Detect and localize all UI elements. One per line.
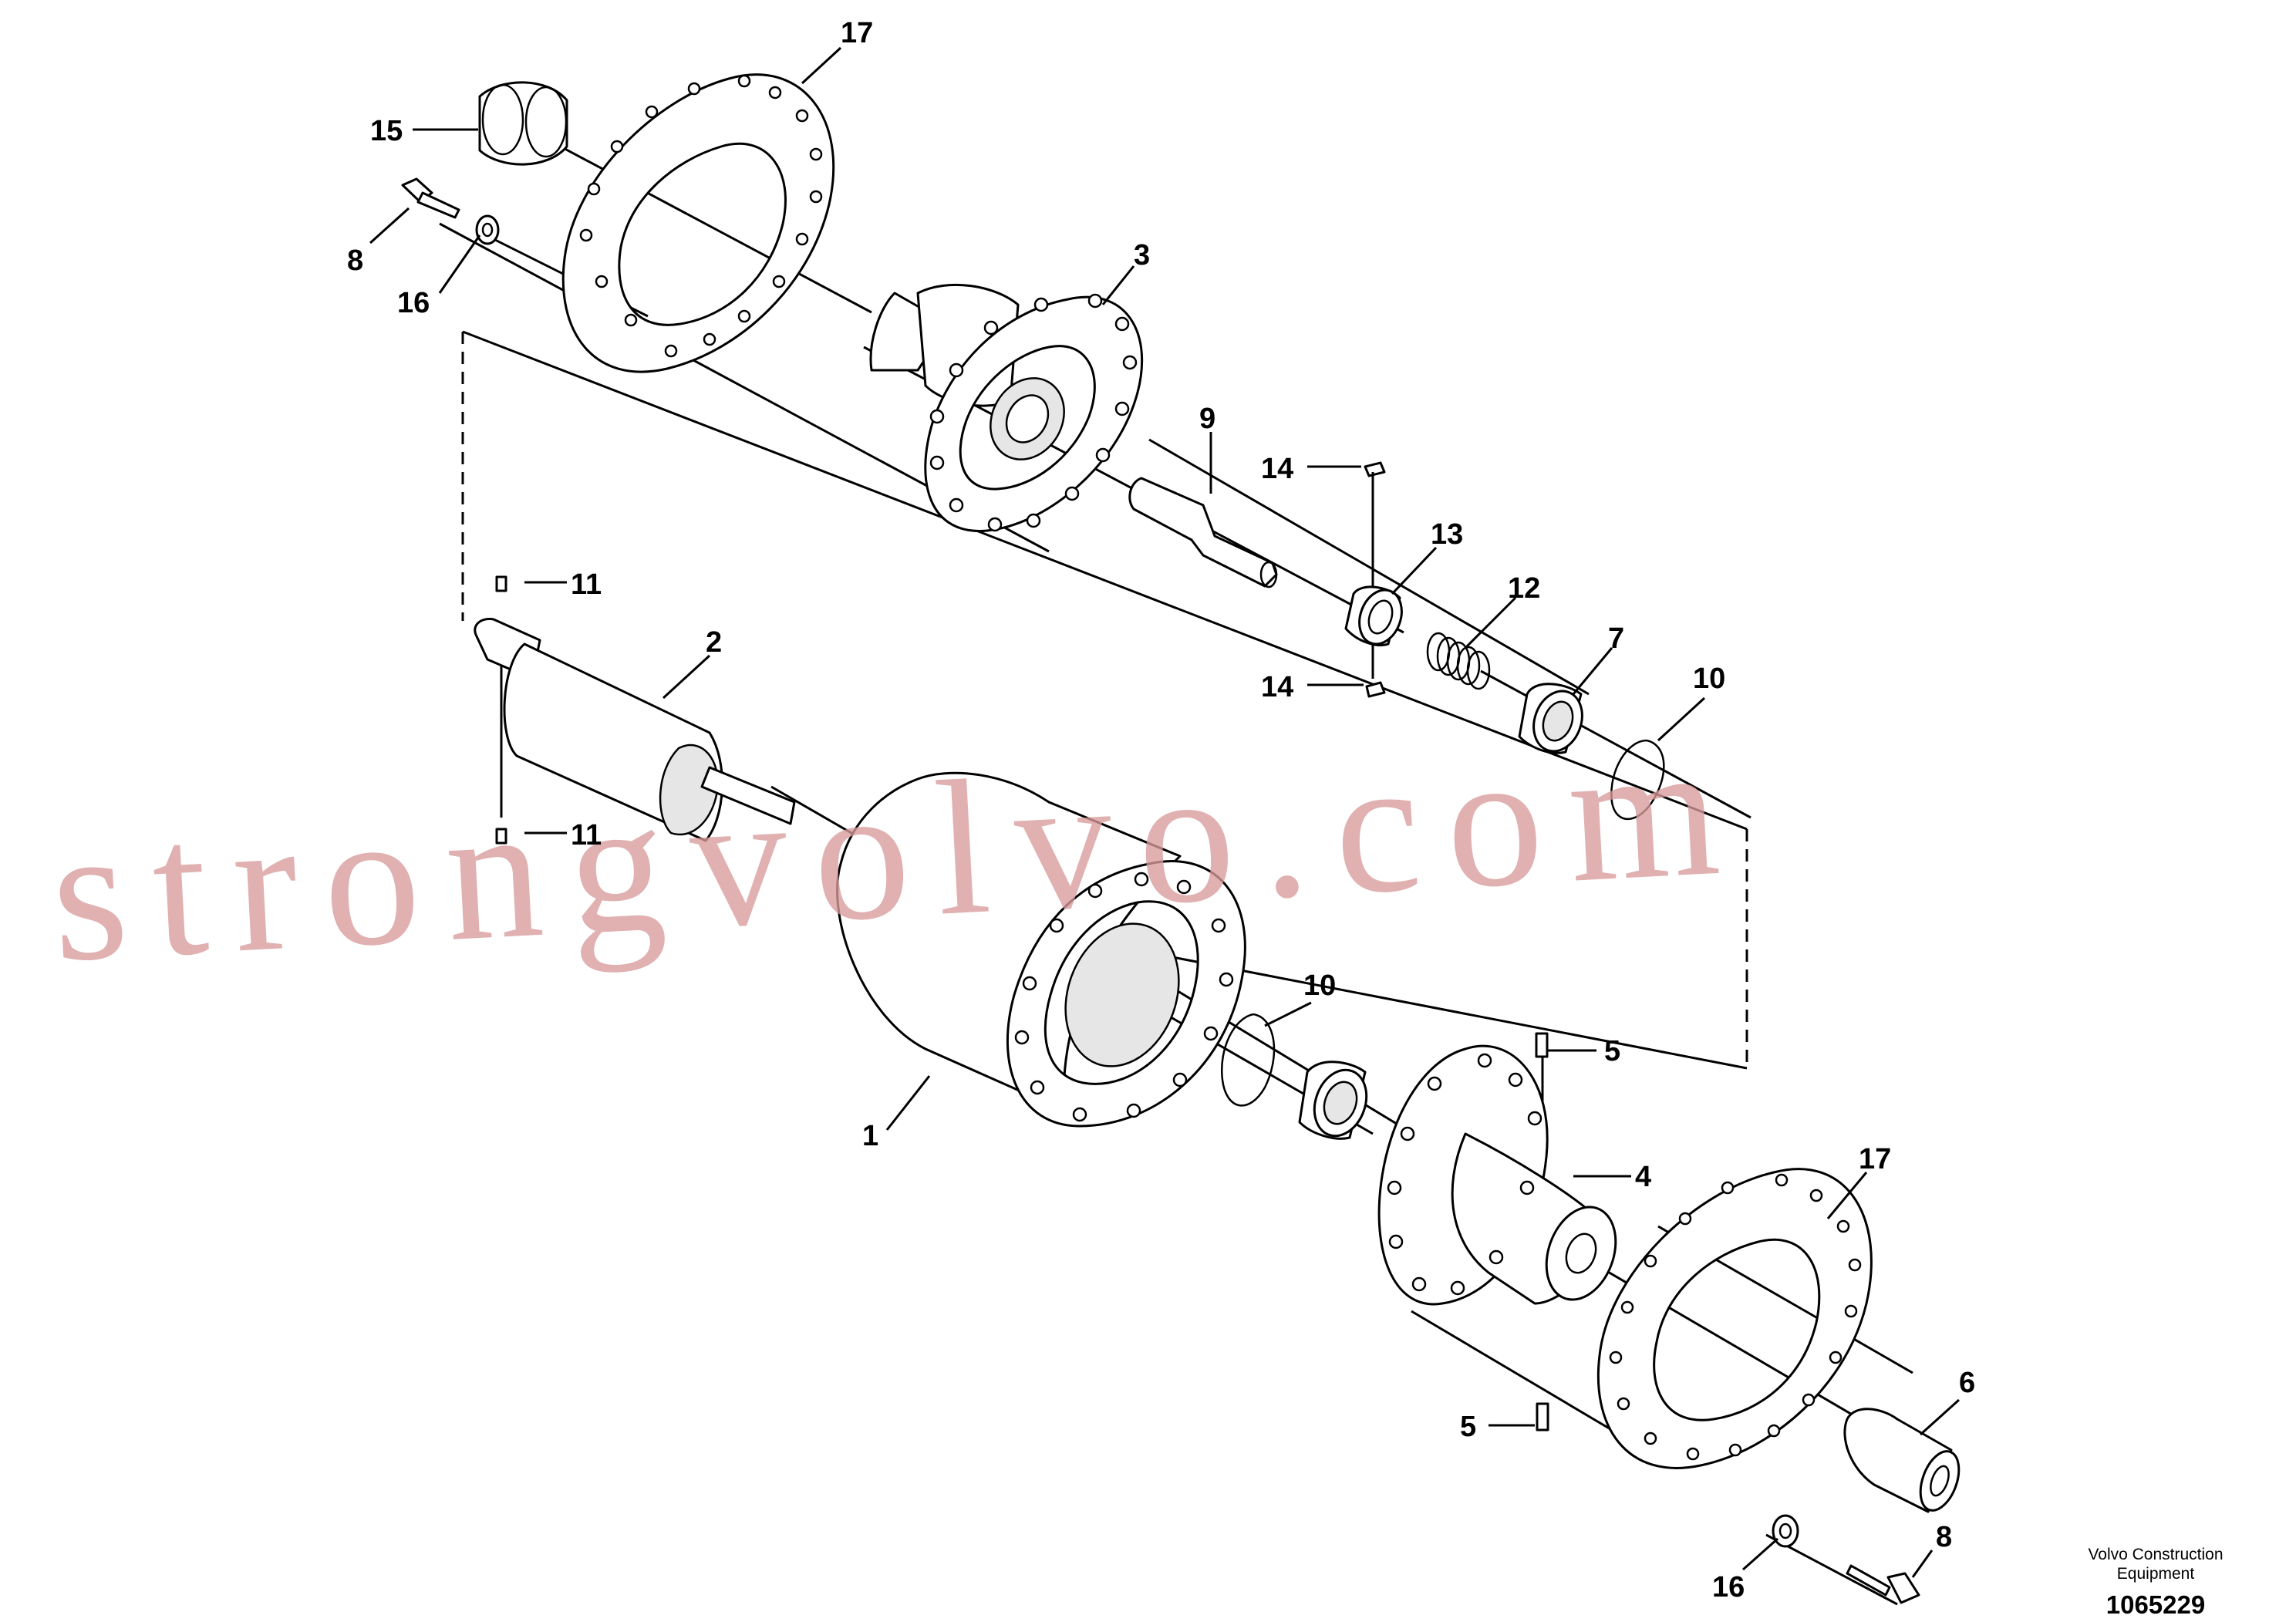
watermark-text: strongvolvo.com bbox=[46, 700, 1750, 1003]
callout-label: 2 bbox=[706, 626, 722, 659]
brand-line-1: Volvo Construction bbox=[2088, 1546, 2223, 1563]
spring-seat bbox=[1344, 585, 1403, 646]
bolt-upper bbox=[401, 177, 460, 219]
main-cylinder bbox=[836, 771, 1246, 1128]
retainer-keys bbox=[1364, 461, 1386, 698]
callout-label: 7 bbox=[1608, 622, 1624, 655]
callout-label: 4 bbox=[1635, 1161, 1651, 1193]
callout-label: 14 bbox=[1261, 671, 1293, 703]
callout-label: 16 bbox=[1712, 1571, 1745, 1603]
brand-block: Volvo Construction Equipment 1065229 bbox=[2088, 1546, 2223, 1619]
bearing-lower bbox=[1298, 1061, 1368, 1140]
callout-label: 16 bbox=[397, 287, 430, 319]
callout-label: 10 bbox=[1693, 663, 1725, 695]
bushing-sleeve bbox=[1843, 1408, 1961, 1513]
callout-label: 13 bbox=[1431, 518, 1463, 551]
bracket-flange bbox=[1377, 1044, 1617, 1306]
pin-shaft bbox=[474, 617, 796, 842]
callout-label: 17 bbox=[841, 17, 873, 49]
callout-label: 8 bbox=[347, 244, 363, 277]
callout-label: 17 bbox=[1859, 1143, 1891, 1175]
roll-pins bbox=[1535, 1032, 1549, 1431]
callout-label: 5 bbox=[1604, 1035, 1620, 1067]
washer-upper bbox=[475, 214, 500, 245]
callout-label: 6 bbox=[1959, 1367, 1975, 1399]
callout-label: 9 bbox=[1199, 403, 1215, 435]
callout-labels: 17 15 8 16 3 9 14 13 11 12 2 7 14 10 11 … bbox=[347, 17, 1975, 1603]
lock-pins bbox=[495, 575, 507, 845]
flange-plate-upper bbox=[561, 73, 835, 373]
circlip-lower bbox=[1220, 1013, 1276, 1107]
circlip-upper bbox=[1610, 739, 1665, 821]
washer-lower bbox=[1772, 1514, 1799, 1548]
callout-label: 11 bbox=[571, 819, 602, 851]
callout-label: 3 bbox=[1134, 239, 1150, 271]
bearing-upper bbox=[1518, 683, 1583, 754]
sleeve-ring bbox=[478, 81, 568, 166]
callout-label: 15 bbox=[370, 115, 403, 147]
callout-label: 11 bbox=[571, 568, 602, 601]
pivot-shaft bbox=[1128, 477, 1278, 588]
brand-line-2: Equipment bbox=[2117, 1565, 2195, 1583]
compression-spring bbox=[1426, 632, 1491, 690]
bolt-lower bbox=[1846, 1564, 1920, 1604]
leader-lines bbox=[369, 46, 1961, 1578]
callout-label: 12 bbox=[1508, 572, 1540, 605]
end-housing bbox=[869, 283, 1144, 532]
document-number: 1065229 bbox=[2106, 1590, 2205, 1619]
callout-label: 5 bbox=[1460, 1411, 1476, 1443]
callout-label: 10 bbox=[1303, 969, 1336, 1002]
callout-label: 1 bbox=[862, 1120, 878, 1152]
flange-plate-lower bbox=[1596, 1168, 1873, 1469]
callout-label: 14 bbox=[1261, 453, 1293, 485]
callout-label: 8 bbox=[1936, 1521, 1952, 1553]
